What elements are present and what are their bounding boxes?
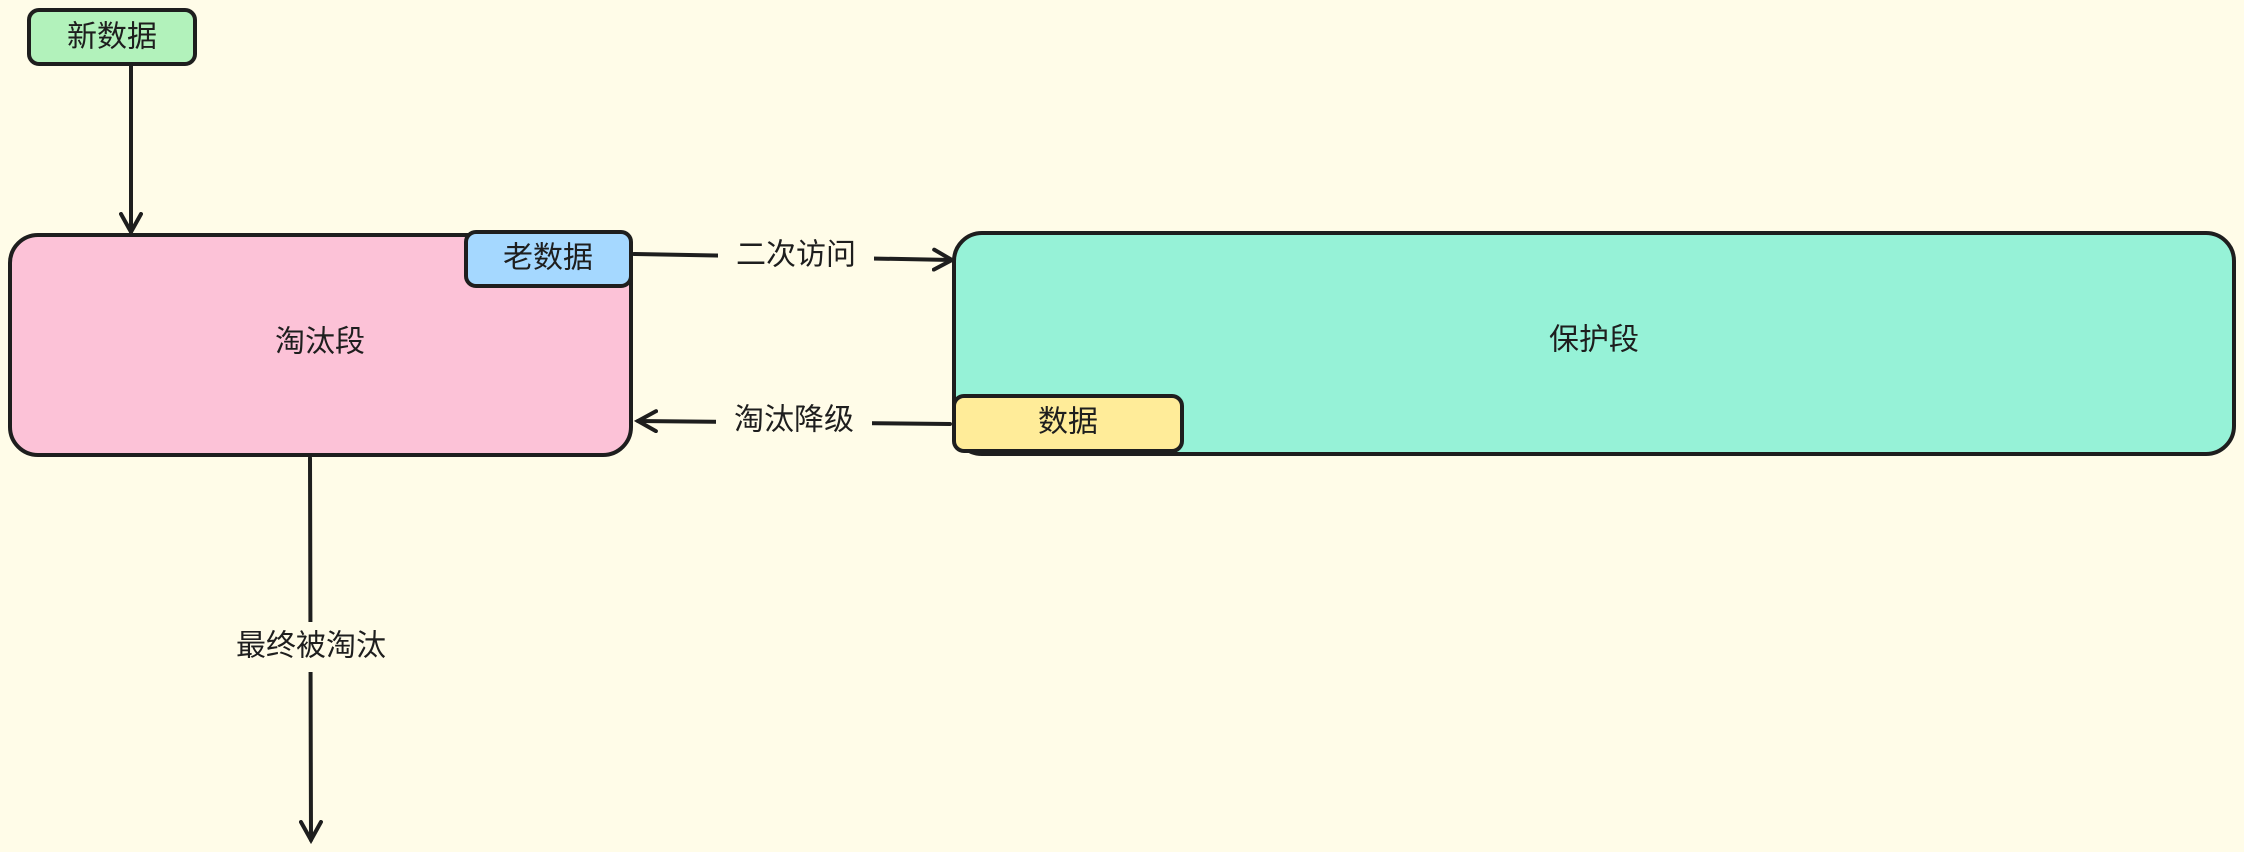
protected-segment-node[interactable]: 保护段 [952,231,2236,456]
old-data-node[interactable]: 老数据 [464,230,633,288]
data-box [952,394,1184,453]
probation-segment-label: 淘汰段 [275,325,365,360]
probation-segment-box [8,233,633,457]
probation-segment-node[interactable]: 淘汰段 [8,233,633,457]
data-node[interactable]: 数据 [952,394,1184,453]
new-data-box [27,8,197,66]
demote-label: 淘汰降级 [734,403,854,438]
protected-segment-box [952,231,2236,456]
old-data-label: 老数据 [503,241,593,276]
protected-segment-label: 保护段 [1549,323,1639,358]
new-data-label: 新数据 [67,20,157,55]
second-access-label: 二次访问 [736,238,856,273]
old-data-box [464,230,633,288]
evicted-label: 最终被淘汰 [236,629,386,664]
new-data-node[interactable]: 新数据 [27,8,197,66]
data-label: 数据 [1038,405,1098,440]
